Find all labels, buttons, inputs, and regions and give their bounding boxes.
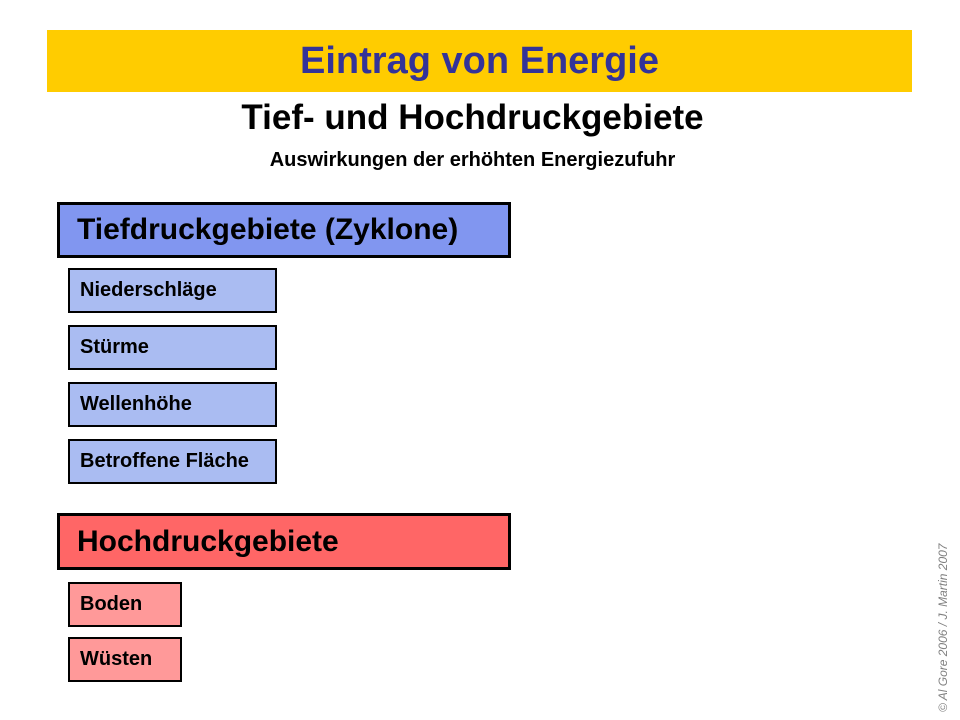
item-label: Boden (80, 593, 143, 615)
item-label: Niederschläge (80, 279, 217, 301)
page-title: Tief- und Hochdruckgebiete (241, 98, 704, 137)
list-item-stuerme: Stürme (68, 325, 277, 370)
high-pressure-header-box: Hochdruckgebiete (57, 513, 511, 570)
list-item-niederschlaege: Niederschläge (68, 268, 277, 313)
high-pressure-item-list: Boden Wüsten (68, 582, 182, 682)
item-label: Stürme (80, 336, 149, 358)
low-pressure-item-list: Niederschläge Stürme Wellenhöhe Betroffe… (68, 268, 277, 484)
item-label: Wüsten (80, 648, 153, 670)
list-item-betroffene-flaeche: Betroffene Fläche (68, 439, 277, 484)
list-item-wuesten: Wüsten (68, 637, 182, 682)
low-pressure-header-box: Tiefdruckgebiete (Zyklone) (57, 202, 511, 258)
low-pressure-header-label: Tiefdruckgebiete (Zyklone) (77, 213, 459, 246)
banner-title: Eintrag von Energie (300, 39, 659, 82)
header-banner: Eintrag von Energie (47, 30, 912, 92)
item-label: Wellenhöhe (80, 393, 192, 415)
item-label: Betroffene Fläche (80, 450, 249, 472)
list-item-wellenhoehe: Wellenhöhe (68, 382, 277, 427)
credit-vertical-text: © Al Gore 2006 / J. Martin 2007 (936, 543, 950, 712)
list-item-boden: Boden (68, 582, 182, 627)
page-subtitle: Auswirkungen der erhöhten Energiezufuhr (269, 149, 676, 171)
high-pressure-header-label: Hochdruckgebiete (77, 524, 339, 558)
